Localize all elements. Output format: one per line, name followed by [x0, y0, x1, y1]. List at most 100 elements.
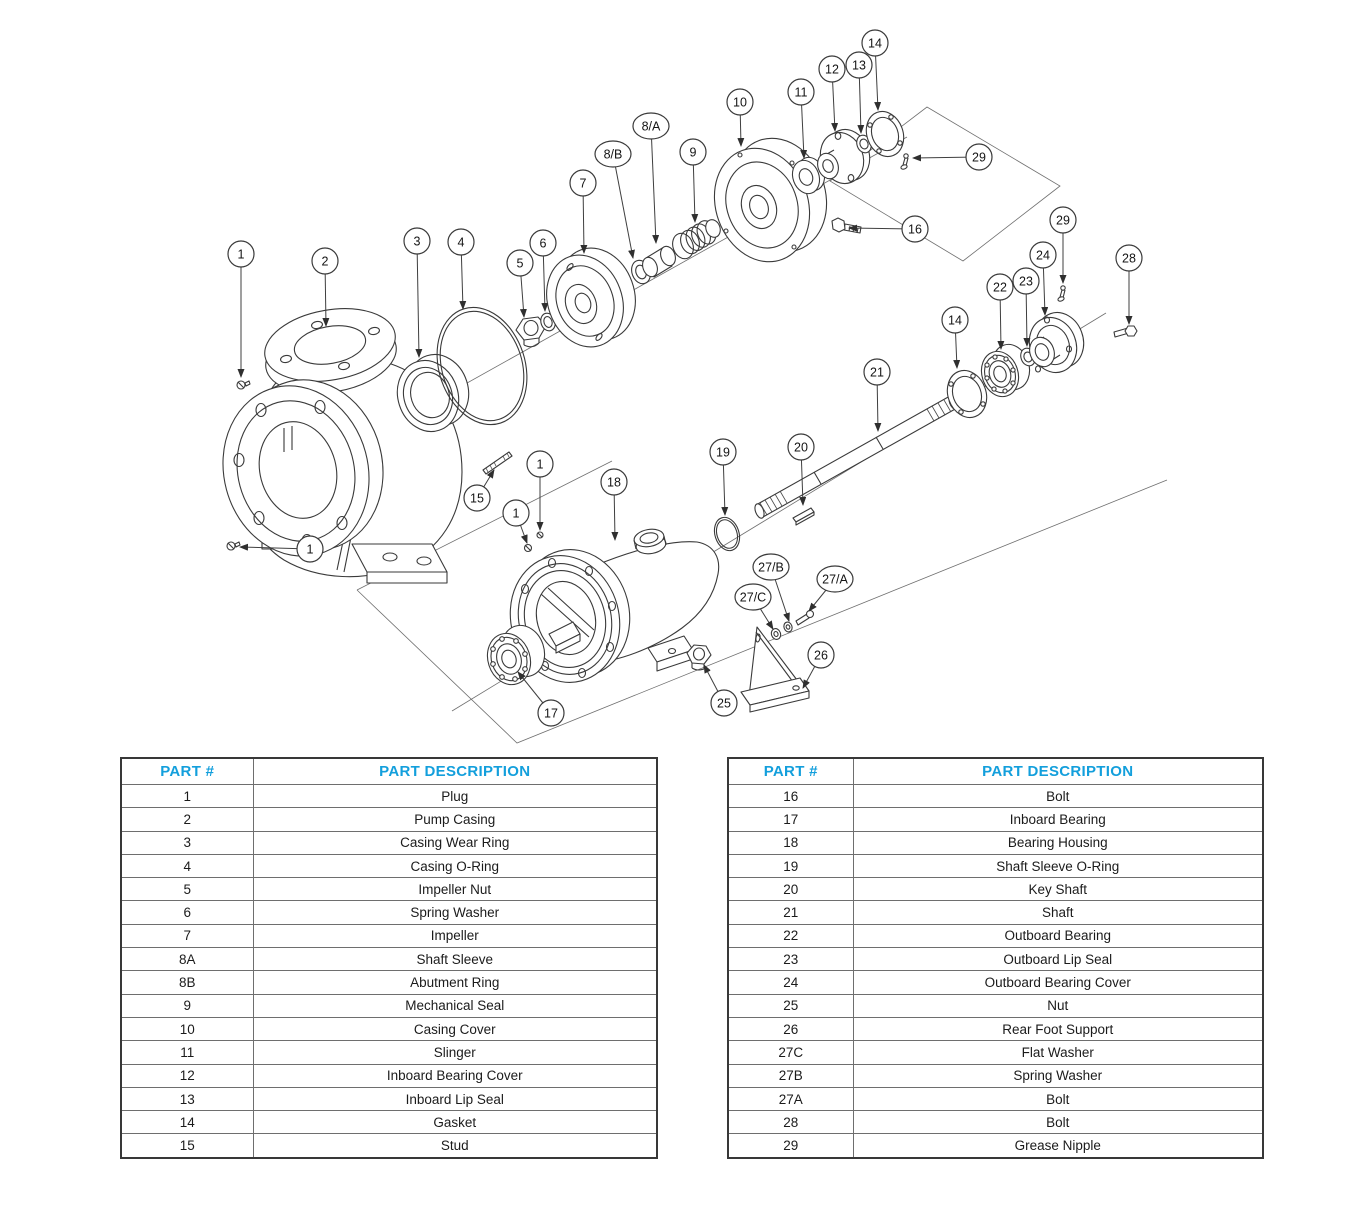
callout-balloon: [863, 358, 891, 386]
callout-label: 24: [1036, 248, 1050, 262]
part-callout-17: 17: [517, 671, 565, 727]
callout-balloon: [787, 78, 815, 106]
part-description-cell: Inboard Bearing Cover: [252, 1063, 658, 1088]
part-callout-16: 16: [848, 215, 929, 243]
callout-balloon: [632, 112, 670, 140]
part-number-cell: 27C: [727, 1040, 854, 1065]
part-number-cell: 25: [727, 993, 854, 1018]
callout-label: 25: [717, 696, 731, 710]
part-number-cell: 26: [727, 1016, 854, 1042]
part-callout-13: 13: [845, 51, 873, 134]
part-description-cell: Shaft Sleeve: [252, 947, 658, 972]
part-number-cell: 11: [120, 1040, 254, 1065]
part-callout-27B: 27/B: [752, 553, 790, 622]
part-gasket-inboard: [865, 110, 905, 158]
part-callout-4: 4: [447, 228, 475, 310]
callout-label: 12: [825, 62, 839, 76]
part-plug-housing-a: [523, 543, 533, 553]
part-callout-23: 23: [1012, 267, 1040, 347]
part-callout-29: 29: [1049, 206, 1077, 284]
callout-balloon: [403, 227, 431, 255]
part-callout-15: 15: [463, 469, 495, 512]
part-number-cell: 13: [120, 1086, 254, 1112]
part-callout-3: 3: [403, 227, 431, 358]
part-number-cell: 19: [727, 853, 854, 879]
callout-balloon: [861, 29, 889, 57]
part-description-cell: Outboard Lip Seal: [852, 947, 1264, 972]
part-number-cell: 24: [727, 970, 854, 995]
callout-label: 8/A: [642, 119, 661, 133]
column-header: PART #: [727, 757, 854, 785]
part-description-cell: Nut: [852, 993, 1264, 1018]
part-description-cell: Shaft: [852, 900, 1264, 925]
callout-balloon: [529, 229, 557, 257]
part-description-cell: Mechanical Seal: [252, 993, 658, 1018]
callout-balloon: [986, 273, 1014, 301]
callout-label: 23: [1019, 274, 1033, 288]
callout-balloon: [941, 306, 969, 334]
callout-label: 1: [537, 457, 544, 471]
callout-balloon: [1049, 206, 1077, 234]
part-number-cell: 7: [120, 923, 254, 949]
part-number-cell: 23: [727, 947, 854, 972]
part-callout-6: 6: [529, 229, 557, 312]
callout-balloon: [447, 228, 475, 256]
callout-label: 7: [580, 176, 587, 190]
parts-artwork: [222, 110, 1138, 713]
callout-label: 8/B: [604, 147, 623, 161]
callout-balloon: [734, 583, 772, 611]
part-number-cell: 8A: [120, 947, 254, 972]
callout-label: 3: [414, 234, 421, 248]
callout-label: 14: [868, 36, 882, 50]
part-shaft: [754, 394, 959, 519]
callout-label: 10: [733, 95, 747, 109]
callout-label: 20: [794, 440, 808, 454]
callout-balloon: [537, 699, 565, 727]
callout-balloon: [807, 641, 835, 669]
callout-label: 16: [908, 222, 922, 236]
part-number-cell: 29: [727, 1133, 854, 1159]
part-description-cell: Bearing Housing: [852, 830, 1264, 855]
callout-label: 17: [544, 706, 558, 720]
part-number-cell: 12: [120, 1063, 254, 1088]
part-spring-washer-27b: [783, 621, 793, 633]
callout-balloon: [845, 51, 873, 79]
column-header: PART #: [120, 757, 254, 785]
part-plug-housing-b: [536, 531, 544, 539]
part-description-cell: Impeller: [252, 923, 658, 949]
callout-label: 21: [870, 365, 884, 379]
callout-balloon: [816, 565, 854, 593]
part-description-cell: Key Shaft: [852, 877, 1264, 902]
part-grease-nipple-inboard: [900, 153, 909, 170]
callout-balloon: [463, 484, 491, 512]
part-callout-21: 21: [863, 358, 891, 432]
part-callout-8B: 8/B: [594, 140, 635, 259]
leader-line: [415, 240, 423, 358]
part-description-cell: Abutment Ring: [252, 970, 658, 995]
part-description-cell: Rear Foot Support: [852, 1016, 1264, 1042]
table-header-row: PART #PART DESCRIPTION: [727, 757, 1264, 785]
part-callout-14: 14: [861, 29, 889, 111]
part-callout-10: 10: [726, 88, 754, 147]
part-pump-casing: [222, 308, 463, 584]
part-bolt-27a: [795, 609, 815, 626]
part-description-cell: Grease Nipple: [852, 1133, 1264, 1159]
part-callout-11: 11: [787, 78, 815, 159]
part-gasket-outboard: [946, 369, 988, 419]
part-callout-29: 29: [912, 143, 993, 171]
callout-balloon: [594, 140, 632, 168]
